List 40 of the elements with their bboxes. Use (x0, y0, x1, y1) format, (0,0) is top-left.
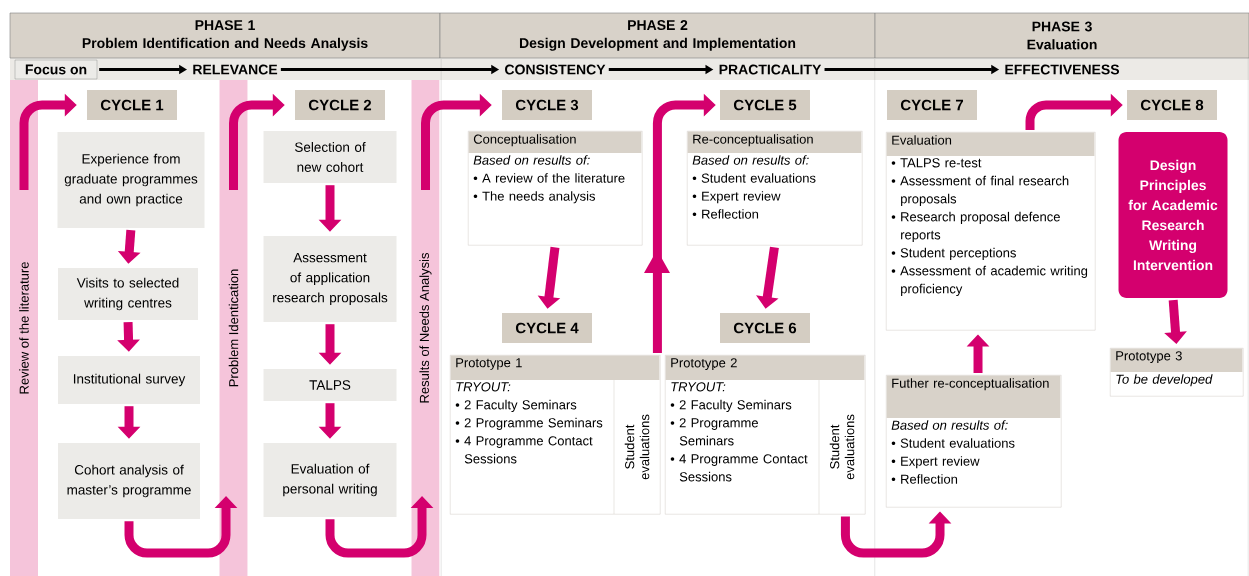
prototype-box: Prototype 3 To be developed (1110, 348, 1244, 397)
arrow (644, 93, 716, 353)
cycle-label: CYCLE 1 (87, 90, 177, 120)
phase-header: PHASE 2 Design Development and Implementation (439, 12, 876, 59)
cycle-label: CYCLE 6 (720, 313, 810, 343)
arrow (19, 93, 77, 190)
cycle-label: CYCLE 7 (887, 90, 977, 120)
step-box: TALPS (263, 369, 397, 401)
cycle-label: CYCLE 3 (502, 90, 592, 120)
phase-header: PHASE 3 Evaluation (874, 12, 1249, 59)
criterion-label: EFFECTIVENESS (1005, 64, 1120, 75)
step-box: Cohort analysis of master’s programme (58, 443, 200, 519)
cycle-label: CYCLE 8 (1127, 90, 1217, 120)
cycle-label: CYCLE 5 (720, 90, 810, 120)
step-box: Institutional survey (58, 356, 200, 404)
info-box: Futher re-conceptualisation Based on results of: • Student evaluations • Expert review • Reflection (886, 375, 1062, 508)
info-box: Conceptualisation Based on results of: • A review of the literature • The needs analysis (468, 131, 643, 246)
arrow (229, 93, 285, 190)
step-box: Selection of new cohort (263, 131, 397, 183)
cycle-label: CYCLE 4 (502, 313, 592, 343)
focus-box: Focus on (14, 59, 98, 80)
info-box: Re-conceptualisation Based on results of: • Student evaluations • Expert review • Reflection (687, 131, 863, 246)
phase-header: PHASE 1 Problem Identification and Needs Analysis (9, 12, 441, 59)
cycle-label: CYCLE 2 (295, 90, 385, 120)
criterion-label: CONSISTENCY (505, 64, 606, 75)
prototype-box: Prototype 2 TRYOUT: • 2 Faculty Seminars • 2 Programme Seminars • 4 Programme Contact Sessions Student evaluations (665, 355, 866, 515)
arrow (421, 93, 492, 190)
step-box: Assessment of application research proposals (263, 236, 397, 322)
info-box: Evaluation • TALPS re-test • Assessment of final research proposals • Research proposal defence reports • Student perceptions • Assessment of academic writing proficiency (886, 132, 1096, 331)
criterion-label: RELEVANCE (193, 64, 278, 75)
result-box: Design Principles for Academic Research Writing Intervention (1118, 132, 1228, 298)
arrow (1025, 93, 1123, 130)
step-box: Experience from graduate programmes and own practice (57, 132, 205, 228)
side-band: Review of the literature (10, 80, 38, 576)
step-box: Evaluation of personal writing (263, 443, 397, 517)
side-band: Results of Needs Analysis (411, 80, 440, 576)
prototype-box: Prototype 1 TRYOUT: • 2 Faculty Seminars • 2 Programme Seminars • 4 Programme Contact Sessions Student evaluations (450, 355, 661, 515)
criterion-label: PRACTICALITY (719, 64, 822, 75)
side-band: Problem Identication (219, 80, 248, 576)
step-box: Visits to selected writing centres (58, 268, 198, 320)
